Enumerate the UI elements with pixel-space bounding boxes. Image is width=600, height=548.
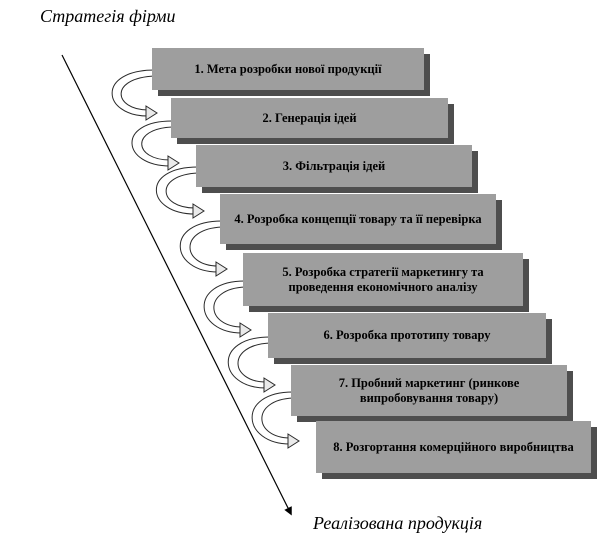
step-box-7: 7. Пробний маркетинг (ринкове випробовув… [291,365,567,416]
process-diagonal-line [61,54,292,516]
step-box-5: 5. Розробка стратегії маркетингу та пров… [243,253,523,306]
step-label: 6. Розробка прототипу товару [323,328,491,342]
step-label: 3. Фільтрація ідей [282,158,386,173]
step-box-6: 6. Розробка прототипу товару [268,313,546,358]
connector-arrowhead-1 [145,105,158,121]
strategy-caption: Стратегія фірми [40,6,176,26]
connector-arrow-4 [179,220,223,273]
step-label: 4. Розробка концепції товару та її перев… [234,211,482,226]
connector-arrow-7 [251,391,294,445]
connector-arrow-1 [120,75,156,111]
step-box-3: 3. Фільтрація ідей [196,145,472,187]
connector-arrowhead-4 [215,261,228,277]
connector-arrow-3 [156,166,199,215]
connector-arrow-2 [141,126,173,161]
connector-arrowhead-7 [287,433,300,449]
connector-arrow-7 [261,397,294,439]
step-box-4: 4. Розробка концепції товару та її перев… [220,194,496,244]
step-label: 5. Розробка стратегії маркетингу та пров… [282,264,484,294]
connector-arrowhead-6 [263,377,276,393]
step-label: 8. Розгортання комерційного виробництва [333,439,574,454]
connector-arrowhead-2 [167,155,180,171]
connector-arrow-5 [203,280,246,334]
step-label: 2. Генерація ідей [262,110,357,125]
product-caption: Реалізована продукція [313,513,483,533]
connector-arrow-3 [165,172,199,209]
connector-arrow-6 [227,336,271,389]
connector-arrow-5 [213,286,246,328]
step-box-2: 2. Генерація ідей [171,98,448,138]
connector-arrowhead-3 [192,203,205,219]
connector-arrow-1 [111,69,156,117]
connector-arrow-4 [189,226,223,267]
connector-arrow-2 [131,120,173,167]
connector-arrow-6 [237,342,271,383]
step-box-8: 8. Розгортання комерційного виробництва [316,421,591,473]
step-label: 7. Пробний маркетинг (ринкове випробовув… [338,375,520,405]
connector-arrowhead-5 [239,322,252,338]
step-label: 1. Мета розробки нової продукції [194,61,382,76]
step-box-1: 1. Мета розробки нової продукції [152,48,424,90]
